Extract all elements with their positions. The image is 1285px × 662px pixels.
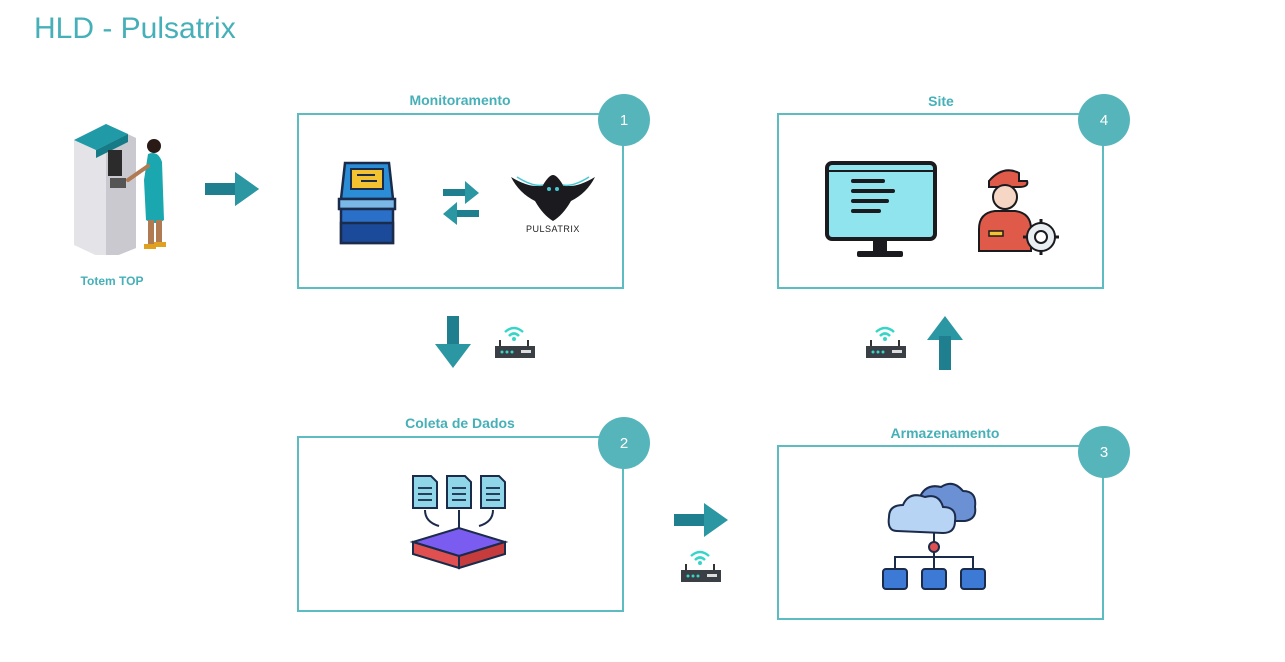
wifi-router-icon — [495, 326, 535, 358]
technician-icon — [978, 169, 1059, 255]
coleta-label: Coleta de Dados — [405, 415, 515, 431]
totem-label: Totem TOP — [80, 274, 144, 288]
diagram-title: HLD - Pulsatrix — [34, 12, 236, 45]
pulsatrix-brand-text: PULSATRIX — [526, 224, 580, 234]
data-collection-icon — [409, 475, 509, 570]
step-badge-2: 2 — [598, 417, 650, 469]
step-badge-1: 1 — [598, 94, 650, 146]
monitoramento-box: PULSATRIX — [297, 113, 624, 289]
site-label: Site — [928, 93, 954, 109]
wifi-router-icon — [866, 326, 906, 358]
arrow-right-icon — [205, 172, 259, 206]
step-badge-4: 4 — [1078, 94, 1130, 146]
monitoramento-label: Monitoramento — [409, 92, 511, 108]
arrow-up-icon — [927, 316, 963, 370]
wifi-router-icon — [681, 550, 721, 582]
arrow-right-icon — [674, 503, 728, 537]
armazenamento-label: Armazenamento — [890, 425, 1000, 441]
atm-user-illustration — [74, 124, 166, 255]
coleta-box — [297, 436, 624, 612]
armazenamento-box — [777, 445, 1104, 620]
sync-arrows-icon — [443, 181, 479, 225]
kiosk-icon — [337, 161, 397, 245]
monitor-icon — [825, 161, 937, 257]
step-badge-3: 3 — [1078, 426, 1130, 478]
arrow-down-icon — [435, 316, 471, 368]
cloud-network-icon — [882, 482, 986, 590]
pulsatrix-owl-logo — [511, 175, 595, 221]
site-box — [777, 113, 1104, 289]
